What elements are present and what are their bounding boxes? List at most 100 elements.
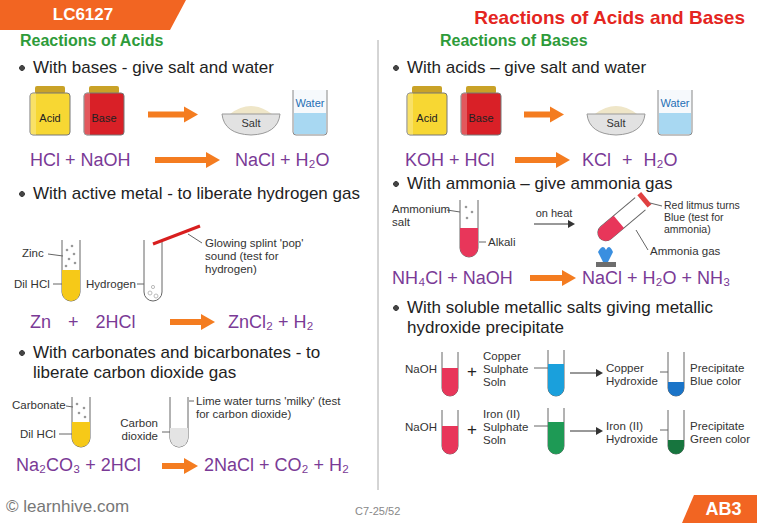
ammonia-test-part — [479, 242, 486, 243]
node-text: Acid — [416, 112, 437, 124]
part-label: NaOH — [405, 421, 437, 434]
ammonia-test-part-part — [595, 198, 646, 244]
page-number: C7-25/52 — [355, 505, 400, 518]
co2-test-part — [76, 403, 87, 419]
water-beaker: Water — [655, 88, 695, 136]
hydrogen-test-part-part — [74, 262, 77, 265]
precipitate-test-part — [442, 426, 458, 454]
node-text: LC6127 — [53, 5, 113, 25]
bullet-text: With soluble metallic salts giving metal… — [392, 298, 757, 339]
equation: KCl + H₂O — [582, 150, 678, 172]
beaker-shape — [655, 88, 695, 136]
part-label: Copper Sulphate Soln — [483, 350, 533, 390]
section-heading: Reactions of Acids — [20, 32, 163, 50]
part-label: Alkali — [488, 236, 515, 249]
precipitate-test-part — [660, 372, 668, 373]
co2-test-part — [66, 406, 73, 407]
ammonia-test-part — [465, 206, 474, 220]
note-label: Precipitate Blue color — [690, 362, 754, 388]
hydrogen-test-part-part — [151, 285, 154, 288]
part-label: Hydrogen — [86, 278, 136, 291]
tab-shape-part — [682, 495, 757, 523]
ammonia-test-part-part — [471, 211, 474, 214]
salt-bowl: Salt — [585, 100, 647, 136]
bullet-text: With bases - give salt and water — [18, 58, 274, 78]
equation: 2NaCl + CO₂ + H₂ — [204, 455, 349, 477]
base-jar: Base — [82, 86, 126, 136]
hydrogen-test-part — [144, 240, 162, 301]
part-label: Ammonia gas — [650, 245, 720, 258]
hydrogen-test-part — [62, 240, 80, 301]
equation: NaCl + H₂O + NH₃ — [582, 268, 730, 290]
jar-shape-part — [84, 93, 124, 135]
node-text: Acid — [39, 112, 60, 124]
ammonia-test-part-part — [595, 216, 624, 244]
co2-test-part — [170, 428, 188, 447]
beaker-shape-part — [293, 90, 327, 135]
ammonia-test-part-part — [465, 206, 468, 209]
jar-shape-part — [461, 93, 501, 135]
precipitate-test-part — [548, 422, 564, 454]
beaker-shape-part — [658, 90, 692, 135]
hydrogen-test-part-part — [154, 294, 158, 298]
eq-arrow-part — [530, 270, 576, 286]
precipitate-test — [442, 350, 684, 454]
precipitate-test-part — [442, 368, 458, 396]
equation: ZnCl₂ + H₂ — [228, 312, 314, 334]
jar-shape — [405, 86, 449, 136]
hydrogen-test-part-part — [71, 245, 74, 248]
equation: HCl + NaOH — [30, 150, 131, 172]
jar-shape-part — [407, 93, 413, 135]
co2-test — [59, 397, 194, 447]
part-label: Ammonium salt — [392, 203, 450, 229]
precipitate-test-part — [596, 369, 603, 377]
co2-test-part-part — [78, 412, 81, 415]
equation: NH₄Cl + NaOH — [392, 268, 513, 290]
salt-bowl: Salt — [220, 100, 282, 136]
base-jar: Base — [459, 86, 503, 136]
hydrogen-test-part — [53, 284, 62, 285]
part-label: Dil HCl — [20, 428, 56, 441]
bowl-shape-part — [587, 114, 645, 135]
tab-shape-part — [0, 0, 186, 30]
bullet-text: With carbonates and bicarbonates - to li… — [18, 343, 373, 384]
eq-arrow-part — [170, 314, 215, 330]
node-text: Base — [468, 112, 493, 124]
ammonia-test-part — [460, 200, 478, 257]
hydrogen-test-part-part — [66, 249, 69, 252]
co2-test-part-part — [83, 407, 86, 410]
hydrogen-test-part — [188, 234, 202, 243]
footer-text: © learnhive.com — [6, 497, 129, 517]
node-text: Salt — [242, 117, 261, 129]
acid-jar: Acid — [28, 86, 72, 136]
header-tab: LC6127 — [0, 0, 186, 30]
co2-test-part-part — [76, 403, 79, 406]
hydrogen-test-part-part — [68, 258, 71, 261]
co2-test-part — [72, 397, 90, 447]
part-label: Iron (II) Hydroxide — [606, 420, 658, 446]
jar-shape-part — [30, 93, 70, 135]
node-text: Salt — [607, 117, 626, 129]
reaction-arrow — [524, 107, 564, 123]
part-label: Dil HCl — [14, 278, 50, 291]
co2-test-part — [170, 397, 188, 447]
equation: KOH + HCl — [405, 150, 495, 172]
jar-shape — [28, 86, 72, 136]
part-label: Carbon dioxide — [108, 417, 158, 443]
hydrogen-test-part-part — [65, 265, 68, 268]
equation: Zn + 2HCl — [30, 312, 136, 334]
part-label: Zinc — [22, 247, 44, 260]
jar-shape-part — [84, 93, 90, 135]
co2-test-part — [59, 434, 72, 435]
ammonia-test-part — [568, 220, 575, 228]
ammonia-test-part-part — [466, 217, 469, 220]
precipitate-test-part — [442, 352, 458, 396]
part-label: NaOH — [405, 363, 437, 376]
jar-shape — [82, 86, 126, 136]
title: Reactions of Acids and Bases — [474, 7, 745, 29]
equation: NaCl + H₂O — [235, 150, 330, 172]
page-tab: AB3 — [682, 495, 757, 523]
precipitate-test-part — [668, 382, 684, 396]
ammonia-test-part — [650, 203, 662, 206]
